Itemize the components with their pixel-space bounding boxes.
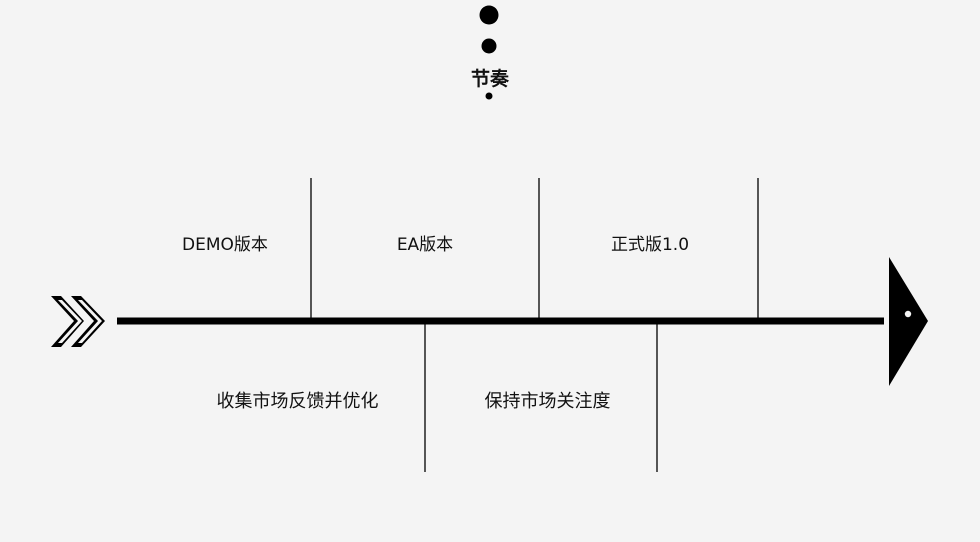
- dot-medium: [481, 38, 497, 54]
- milestone-label-ea: EA版本: [396, 235, 454, 255]
- vertical-dots-icon: [479, 5, 499, 100]
- arrowhead-right-icon: [889, 257, 928, 386]
- milestone-label-release: 正式版1.0: [610, 235, 690, 255]
- dot-large: [479, 5, 499, 25]
- phase-label-feedback: 收集市场反馈并优化: [216, 391, 379, 412]
- milestone-label-demo: DEMO版本: [182, 235, 268, 255]
- dot-small: [485, 92, 493, 100]
- diagram-title: 节奏: [470, 68, 509, 90]
- double-chevron-right-icon: [51, 296, 105, 347]
- phase-label-attention: 保持市场关注度: [484, 391, 611, 412]
